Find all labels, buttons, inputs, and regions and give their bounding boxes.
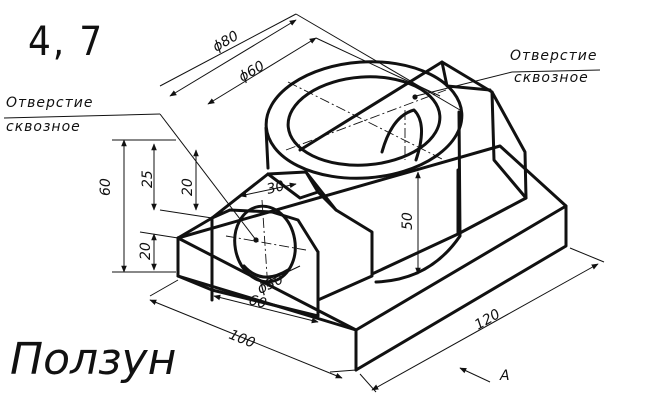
dim-height-25: 25 <box>140 170 156 188</box>
leader-left <box>3 113 259 243</box>
dim-lines <box>112 13 605 393</box>
dim-inner-diameter: ϕ60 <box>236 58 268 85</box>
dim-base-width: 100 <box>227 327 258 352</box>
dim-cylinder-height: 50 <box>400 212 416 230</box>
dim-boss-width: 30 <box>265 178 286 198</box>
dim-boss-length: 60 <box>247 292 268 312</box>
note-hole-right-line1: Отверстие <box>510 48 598 64</box>
view-arrow-label: A <box>499 368 510 384</box>
dim-height-total: 60 <box>98 178 114 196</box>
note-hole-left-line1: Отверстие <box>6 95 94 111</box>
sheet-number: 4, 7 <box>28 19 104 65</box>
dim-base-length: 120 <box>472 306 503 333</box>
note-hole-right-line2: сквозное <box>514 70 589 86</box>
dim-height-20-lower: 20 <box>138 242 154 260</box>
note-hole-left-line2: сквозное <box>6 119 81 135</box>
part-title: Ползун <box>10 334 177 385</box>
dim-height-20-upper: 20 <box>180 178 196 196</box>
